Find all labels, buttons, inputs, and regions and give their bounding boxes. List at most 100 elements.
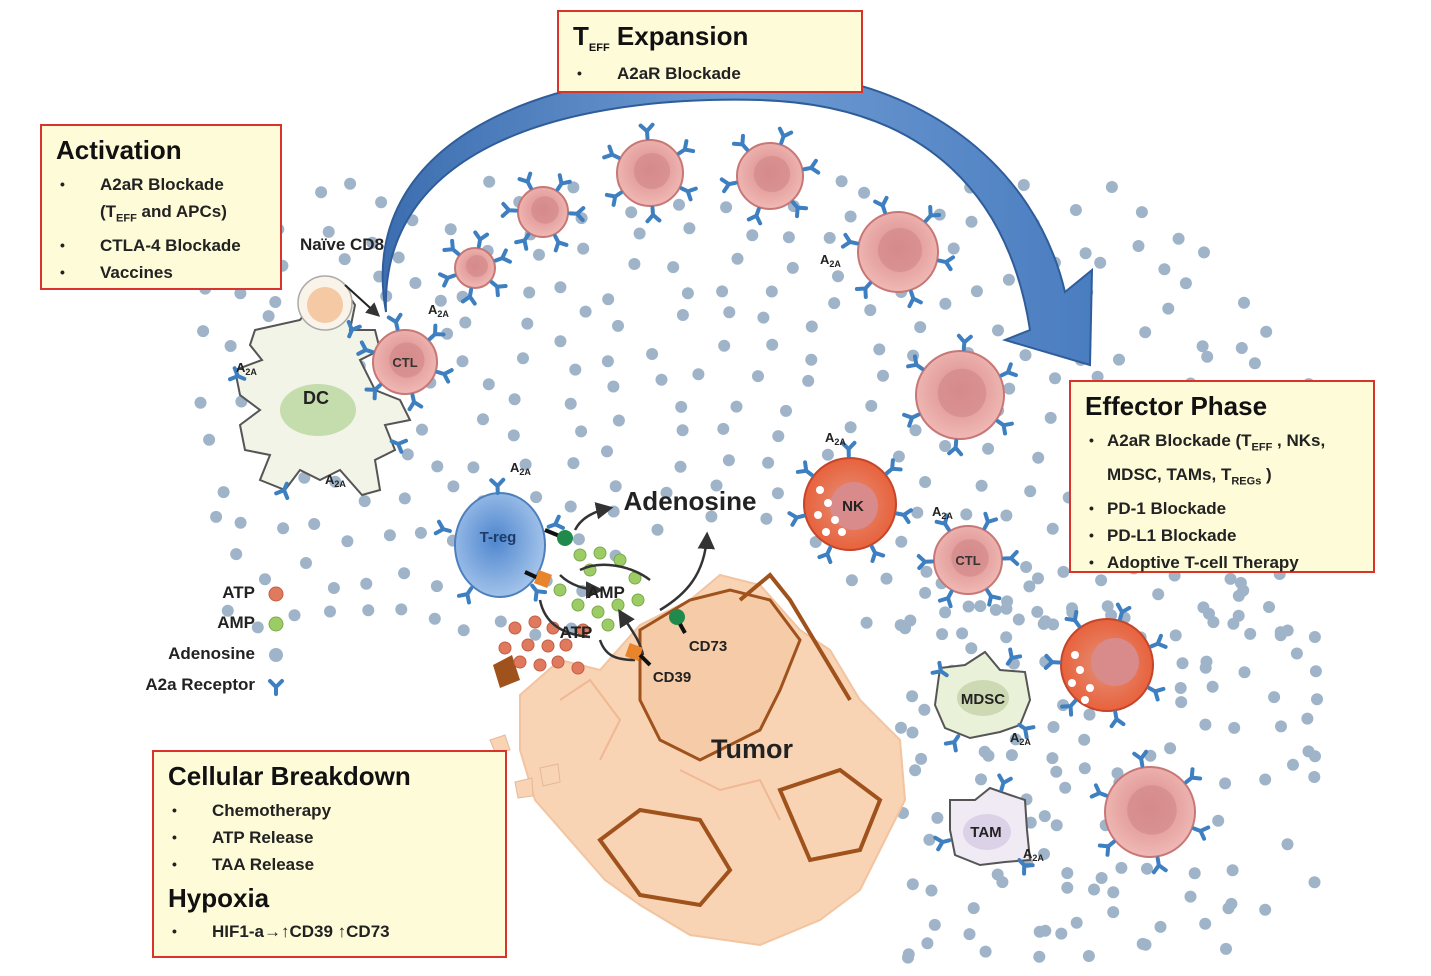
adenosine-dot (554, 281, 567, 294)
adenosine-dot (915, 752, 928, 765)
adenosine-dot (467, 461, 480, 474)
ctl-nucleus (1127, 785, 1177, 835)
atp-dot (551, 655, 565, 669)
adenosine-dot (1111, 767, 1124, 780)
cd73-label: CD73 (689, 638, 727, 655)
adenosine-dot (1033, 950, 1046, 963)
adenosine-dot (1199, 917, 1212, 930)
adenosine-dot (1032, 572, 1044, 585)
adenosine-dot (482, 378, 495, 391)
adenosine-dot (720, 201, 733, 214)
expansion-box: TEFF Expansion A2aR Blockade (557, 10, 863, 93)
adenosine-dot (457, 624, 470, 637)
adenosine-dot (1232, 589, 1245, 602)
adenosine-dot (651, 523, 664, 536)
adenosine-dot (428, 612, 441, 625)
adenosine-dot (1091, 370, 1104, 383)
adenosine-dot (965, 215, 978, 228)
adenosine-dot (1162, 302, 1175, 315)
adenosine-dot (1061, 881, 1074, 894)
ctl-nucleus (466, 255, 488, 277)
adenosine-dot (1226, 864, 1239, 877)
a2a-receptor-icon (638, 122, 656, 141)
amp-dot (611, 598, 625, 612)
adenosine-dot (564, 500, 577, 513)
adenosine-dot (1000, 602, 1013, 615)
adenosine-dot (1000, 509, 1013, 522)
ctl-nucleus (633, 152, 671, 190)
adenosine-dot (673, 198, 685, 211)
adenosine-dot (1032, 451, 1045, 464)
adenosine-dot (409, 277, 422, 289)
adenosine-dot (1046, 522, 1059, 535)
a2a-receptor-icon (491, 480, 504, 493)
adenosine-dot (939, 440, 952, 452)
atp-dot (521, 638, 535, 652)
adenosine-dot (904, 614, 917, 627)
adenosine-dot (1228, 721, 1241, 734)
adenosine-dot (398, 492, 411, 505)
adenosine-dot (1308, 631, 1321, 643)
adenosine-dot (416, 423, 428, 436)
ctl-label: CTL (955, 553, 980, 568)
adenosine-dot (529, 628, 542, 641)
adenosine-dot (892, 450, 905, 463)
adenosine-dot (1107, 906, 1120, 919)
adenosine-dot (975, 773, 987, 786)
adenosine-dot (858, 186, 871, 199)
adenosine-dot (1290, 647, 1303, 660)
adenosine-dot (786, 261, 799, 274)
tam-cell (949, 786, 1032, 867)
adenosine-dot (939, 297, 952, 310)
adenosine-dot (655, 373, 668, 386)
adenosine-dot (828, 297, 841, 310)
activation-item-2: CTLA-4 Blockade (56, 232, 266, 259)
ctl-nucleus (531, 196, 559, 224)
legend-atp-dot (268, 586, 284, 602)
adenosine-dot (1044, 411, 1057, 424)
adenosine-dot (1094, 256, 1107, 269)
amp-dot (573, 548, 587, 562)
adenosine-dot (1220, 942, 1232, 955)
adenosine-dot (1115, 861, 1128, 874)
adenosine-dot (1287, 758, 1299, 771)
adenosine-dot (823, 231, 836, 244)
adenosine-dot (430, 580, 443, 593)
adenosine-dot (1019, 349, 1032, 362)
adenosine-dot (625, 206, 638, 219)
atp-dot (571, 661, 585, 675)
adenosine-dot (401, 448, 414, 461)
naive-to-ctl-arrow (344, 284, 381, 317)
a2a-receptor-icon (943, 730, 966, 753)
adenosine-dot (1135, 206, 1148, 219)
adenosine-dot (483, 175, 496, 188)
adenosine-dot (992, 324, 1004, 337)
adenosine-dot (234, 516, 247, 529)
adenosine-dot (1248, 357, 1261, 370)
adenosine-dot (1309, 665, 1322, 678)
adenosine-dot (1078, 733, 1091, 746)
amp-dot (591, 605, 605, 619)
atp-dot (508, 621, 522, 635)
adenosine-dot (864, 304, 877, 317)
atp-dot (513, 655, 527, 669)
adenosine-dot (723, 306, 736, 319)
adenosine-dot (906, 726, 919, 739)
adenosine-dot (752, 370, 764, 383)
adenosine-dot (1069, 204, 1082, 216)
a2a-receptor-icon (801, 158, 821, 178)
adenosine-dot (692, 368, 705, 381)
adenosine-dot (210, 510, 223, 523)
a2a-receptor-icon (433, 519, 454, 539)
adenosine-dot (921, 937, 934, 950)
adenosine-dot (344, 177, 357, 190)
adenosine-dot (895, 721, 907, 734)
legend-receptor-icon (268, 679, 284, 696)
adenosine-dot (1302, 745, 1315, 758)
a2a-receptor-icon (719, 174, 739, 194)
ctl-nucleus (389, 342, 425, 378)
adenosine-dot (1050, 819, 1063, 832)
adenosine-dot (832, 270, 844, 283)
adenosine-dot (914, 321, 927, 334)
adenosine-dot (771, 487, 784, 500)
